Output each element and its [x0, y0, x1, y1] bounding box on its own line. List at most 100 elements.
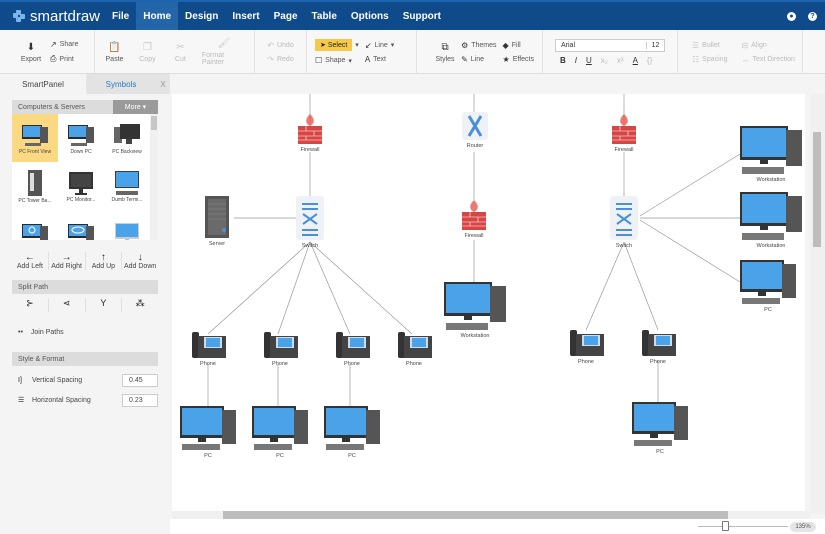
bullet-button[interactable]: ☰Bullet	[692, 41, 727, 50]
underline-button[interactable]: U	[586, 56, 592, 65]
menu-support[interactable]: Support	[402, 10, 442, 22]
add-up-button[interactable]: ↑Add Up	[86, 252, 123, 270]
community-icon[interactable]: ●	[787, 11, 796, 21]
symbol-pc-monitor[interactable]: PC Monitor...	[58, 162, 104, 210]
menu-file[interactable]: File	[112, 10, 130, 22]
font-color-button[interactable]: A	[632, 56, 638, 65]
paste-button[interactable]: 📋Paste	[103, 42, 126, 63]
firewall-node-1[interactable]: Firewall	[296, 112, 324, 153]
menu-home[interactable]: Home	[136, 2, 179, 30]
undo-button[interactable]: ↶Undo	[267, 41, 293, 50]
firewall-node-3[interactable]: Firewall	[460, 198, 488, 239]
share-button[interactable]: ↗Share	[50, 40, 78, 49]
menu-page[interactable]: Page	[273, 10, 298, 22]
phone-node-4[interactable]: Phone	[394, 330, 434, 367]
menu-options[interactable]: Options	[350, 10, 389, 22]
symbol-pc-lock[interactable]	[12, 210, 58, 240]
phone-node-6[interactable]: Phone	[638, 328, 678, 365]
chevron-down-icon[interactable]: ▾	[390, 42, 395, 49]
join-paths-button[interactable]: ••Join Paths	[18, 329, 170, 336]
horizontal-scroll-thumb[interactable]	[223, 511, 728, 519]
styles-button[interactable]: ⧉Styles	[435, 42, 455, 63]
line-style-button[interactable]: ✎Line	[461, 55, 496, 64]
workstation-node-1[interactable]: Workstation	[442, 280, 508, 339]
chevron-down-icon[interactable]: ▾	[355, 42, 359, 49]
fill-button[interactable]: ◆Fill	[503, 41, 534, 50]
switch-node-2[interactable]: Switch	[608, 194, 640, 249]
firewall-node-2[interactable]: Firewall	[610, 112, 638, 153]
phone-node-3[interactable]: Phone	[332, 330, 372, 367]
select-tool[interactable]: ➤ Select ▾	[315, 39, 359, 51]
help-icon[interactable]: ?	[808, 11, 817, 21]
horizontal-scrollbar[interactable]	[172, 511, 810, 519]
router-node[interactable]: Router	[460, 110, 490, 149]
diagram-canvas[interactable]: Firewall Router Firewall Firewall Switch…	[172, 94, 805, 511]
workstation-node-3[interactable]: Workstation	[738, 190, 804, 249]
add-right-button[interactable]: →Add Right	[49, 252, 86, 270]
phone-node-5[interactable]: Phone	[566, 328, 606, 365]
print-button[interactable]: ⎙Print	[50, 54, 78, 64]
tab-smartpanel[interactable]: SmartPanel	[0, 74, 86, 94]
pc-node-1[interactable]: PC	[178, 404, 238, 459]
chevron-down-icon[interactable]: ▾	[348, 57, 352, 65]
zoom-slider-track[interactable]	[698, 526, 788, 527]
split-right-button[interactable]: ⊱	[12, 298, 49, 312]
symbol-pc-network[interactable]	[58, 210, 104, 240]
bold-button[interactable]: B	[560, 56, 566, 65]
symbol-pc-tower[interactable]: PC Tower Ba...	[12, 162, 58, 210]
pc-node-5[interactable]: PC	[738, 258, 798, 313]
phone-node-2[interactable]: Phone	[260, 330, 300, 367]
format-painter-button[interactable]: 🖌Format Painter	[202, 38, 246, 66]
horizontal-spacing-input[interactable]: 0.23	[122, 393, 158, 407]
vertical-scrollbar[interactable]	[810, 94, 825, 514]
symbol-pc-front-view[interactable]: PC Front View	[12, 114, 58, 162]
superscript-button[interactable]: x²	[616, 56, 624, 65]
themes-button[interactable]: ⚙Themes	[461, 41, 496, 50]
vertical-scroll-thumb[interactable]	[813, 132, 821, 247]
italic-button[interactable]: I	[574, 56, 578, 65]
menu-table[interactable]: Table	[311, 10, 337, 22]
line-tool[interactable]: ↙Line ▾	[365, 41, 394, 50]
redo-button[interactable]: ↷Redo	[267, 55, 293, 64]
effects-button[interactable]: ★Effects	[503, 55, 534, 64]
add-down-button[interactable]: ↓Add Down	[122, 252, 158, 270]
font-selector[interactable]: Arial 12	[555, 39, 665, 52]
align-button[interactable]: ⊟Align	[741, 41, 794, 50]
symbol-down-pc[interactable]: Down PC	[58, 114, 104, 162]
zoom-slider-handle[interactable]	[722, 521, 729, 531]
cut-button[interactable]: ✂Cut	[169, 42, 192, 63]
pc-node-4[interactable]: PC	[630, 400, 690, 455]
split-left-button[interactable]: ⋖	[49, 298, 86, 312]
shape-tool[interactable]: ☐Shape ▾	[315, 56, 359, 65]
font-size[interactable]: 12	[646, 42, 664, 49]
spacing-button[interactable]: ☷Spacing	[692, 55, 727, 64]
symbol-imac[interactable]	[104, 210, 150, 240]
switch-node-1[interactable]: Switch	[294, 194, 326, 249]
workstation-node-2[interactable]: Workstation	[738, 124, 804, 183]
pc-node-3[interactable]: PC	[322, 404, 382, 459]
add-left-button[interactable]: ←Add Left	[12, 252, 49, 270]
more-button[interactable]: More ▾	[113, 100, 158, 114]
phone-node-1[interactable]: Phone	[188, 330, 228, 367]
braces-button[interactable]: {}	[646, 56, 653, 65]
tab-symbols[interactable]: Symbols	[86, 74, 156, 94]
split-up-button[interactable]: ⁂	[122, 298, 158, 312]
text-direction-button[interactable]: ↔Text Direction	[741, 55, 794, 64]
server-node[interactable]: Server	[202, 194, 232, 247]
undo-label: Undo	[276, 41, 294, 49]
vertical-spacing-input[interactable]: 0.45	[122, 373, 158, 387]
subscript-button[interactable]: x₂	[600, 56, 608, 65]
zoom-level[interactable]: 135%	[790, 522, 816, 532]
symbol-scrollbar[interactable]	[150, 114, 158, 240]
menu-design[interactable]: Design	[185, 10, 219, 22]
close-panel-button[interactable]: X	[156, 74, 170, 94]
copy-button[interactable]: ❐Copy	[136, 42, 159, 63]
export-button[interactable]: ⬇Export	[18, 42, 44, 63]
symbol-pc-backview[interactable]: PC Backview	[104, 114, 150, 162]
split-down-button[interactable]: Y	[86, 298, 123, 312]
menu-insert[interactable]: Insert	[232, 10, 260, 22]
symbol-dumb-terminal[interactable]: Dumb Termi...	[104, 162, 150, 210]
pc-node-2[interactable]: PC	[250, 404, 310, 459]
font-name[interactable]: Arial	[561, 42, 576, 49]
